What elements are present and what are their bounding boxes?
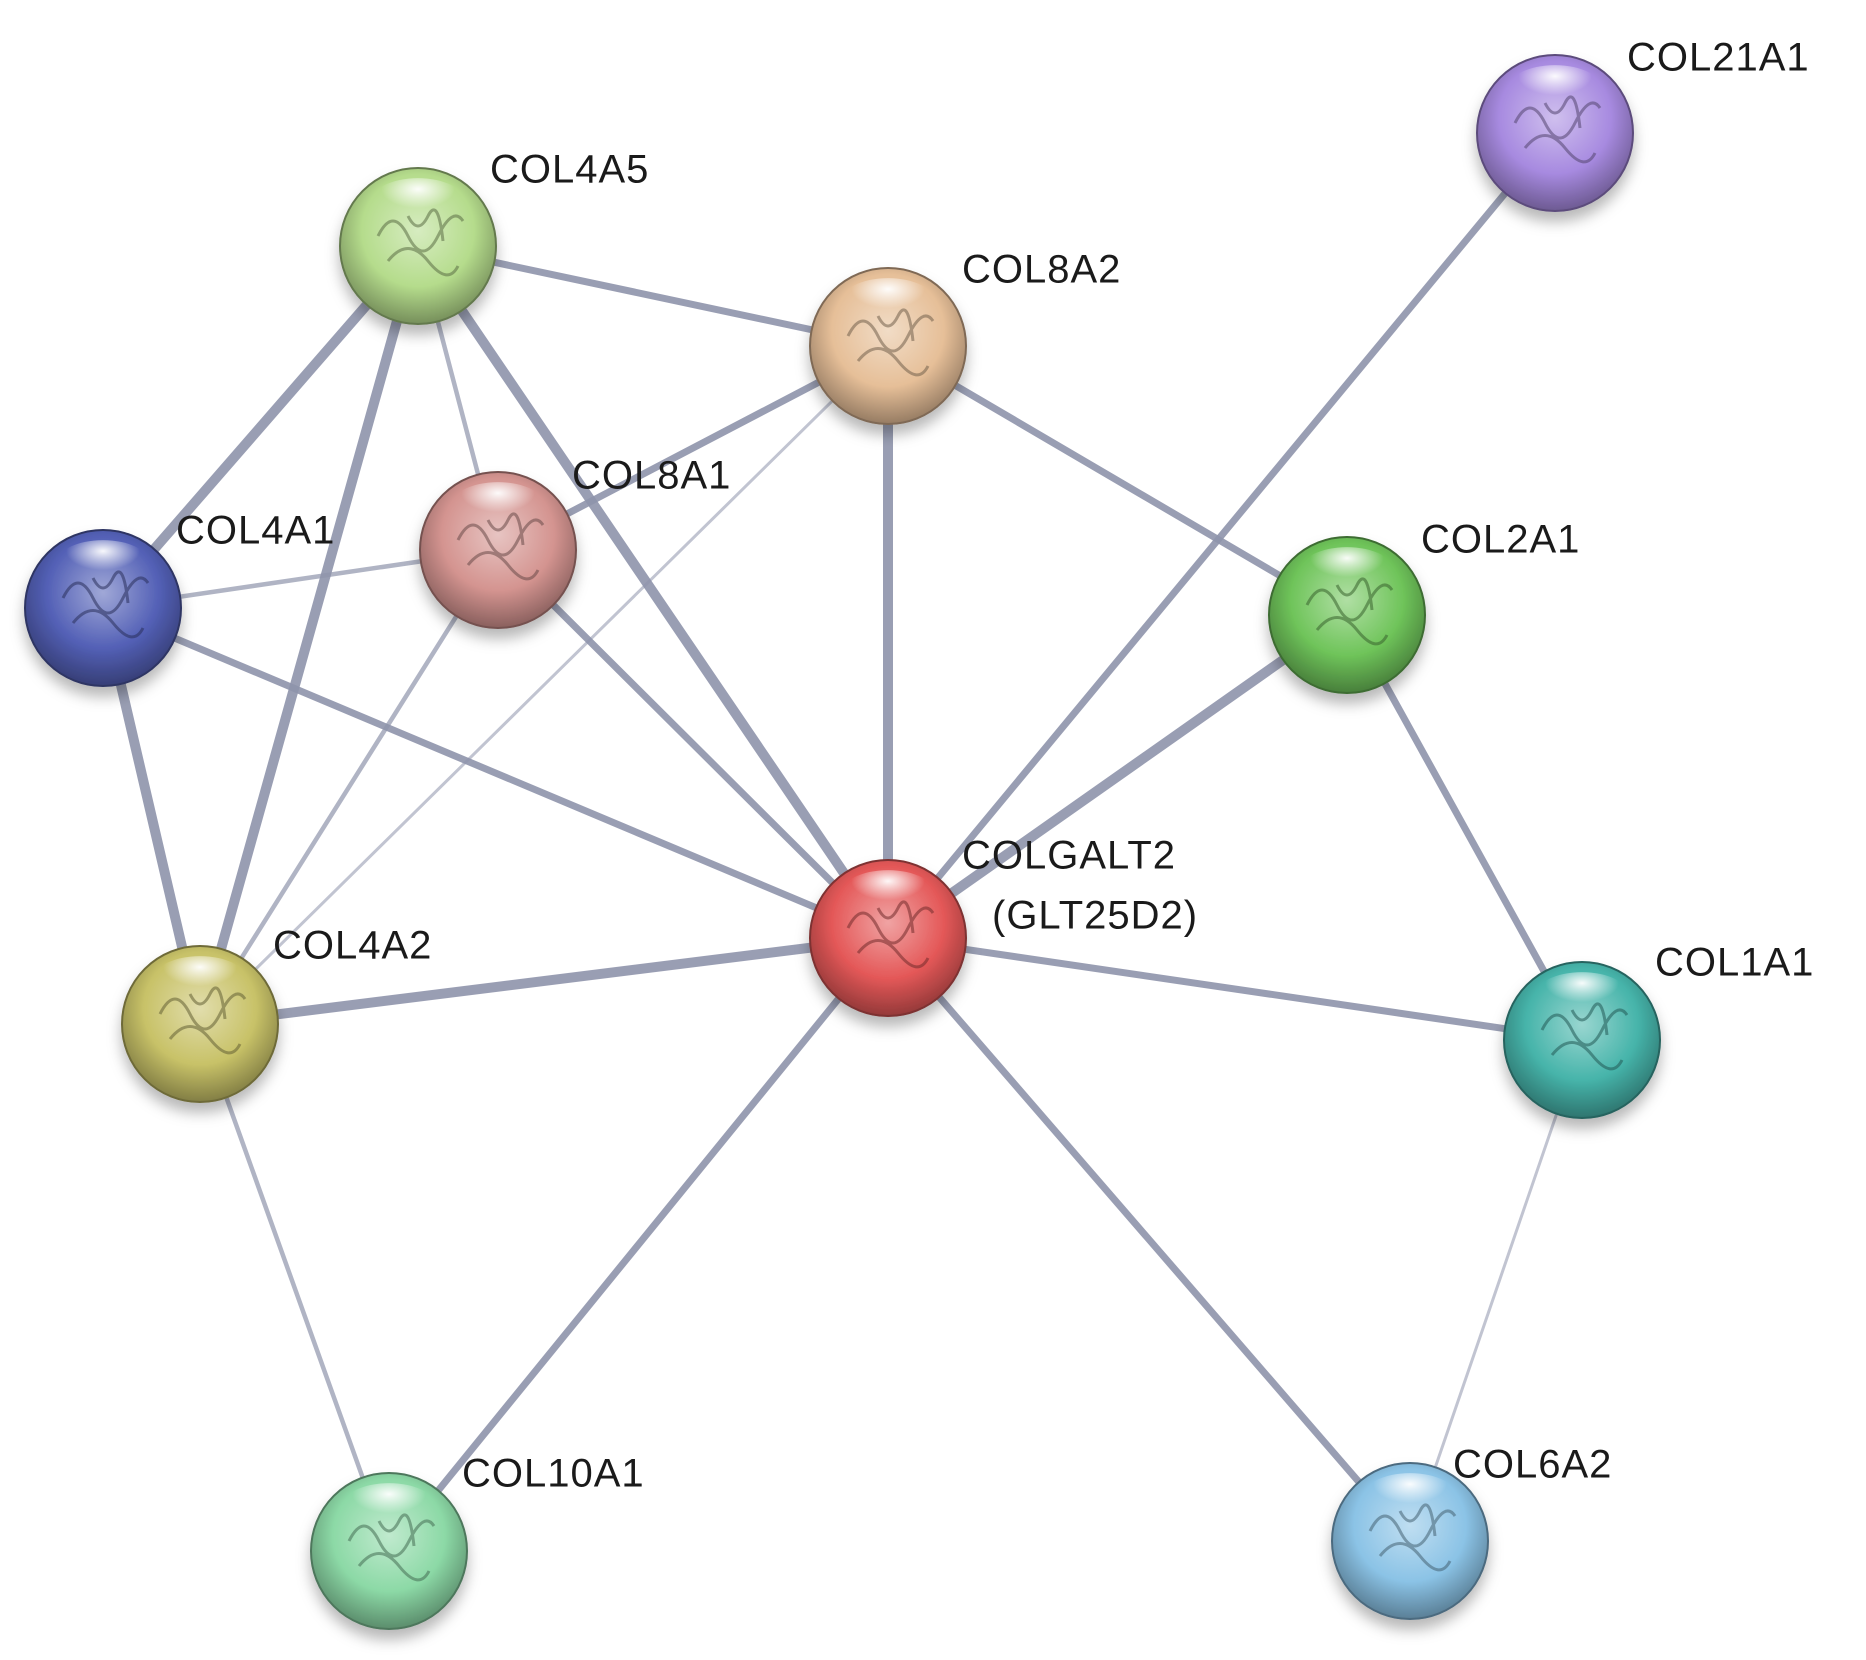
sphere-highlight xyxy=(839,870,937,921)
node-label: COL4A5 xyxy=(490,148,649,192)
edge-col8a2-col2a1 xyxy=(884,342,1351,619)
node-col6a2[interactable]: COL6A2 xyxy=(1331,1443,1612,1620)
sphere-highlight xyxy=(369,178,467,229)
edge-colgalt2-col4a2 xyxy=(195,933,893,1029)
edge-col8a2-col4a2 xyxy=(198,344,890,1026)
node-label: COL4A2 xyxy=(273,924,432,968)
node-col10a1[interactable]: COL10A1 xyxy=(310,1452,645,1630)
node-label: COL21A1 xyxy=(1627,36,1810,80)
node-col4a5[interactable]: COL4A5 xyxy=(339,148,649,325)
edge-col21a1-colgalt2 xyxy=(884,129,1559,942)
edge-col8a1-col4a2 xyxy=(197,547,501,1027)
node-col8a1[interactable]: COL8A1 xyxy=(419,454,731,629)
edge-col2a1-colgalt2 xyxy=(883,610,1352,943)
edge-col4a5-col4a2 xyxy=(195,241,423,1029)
node-label: COL8A1 xyxy=(572,454,731,498)
node-label: COL4A1 xyxy=(176,509,335,553)
node-col1a1[interactable]: COL1A1 xyxy=(1503,941,1814,1119)
edge-col4a5-col8a2 xyxy=(414,242,892,350)
sphere-highlight xyxy=(340,1483,438,1534)
node-colgalt2[interactable]: COLGALT2 (GLT25D2) xyxy=(809,834,1198,1017)
node-label: COLGALT2 xyxy=(962,834,1176,878)
edge-colgalt2-col6a2 xyxy=(884,934,1414,1545)
edge-colgalt2-col10a1 xyxy=(385,934,892,1555)
sphere-highlight xyxy=(1361,1473,1459,1524)
sphere-highlight xyxy=(1533,972,1631,1023)
node-col4a1[interactable]: COL4A1 xyxy=(24,509,335,687)
sphere-highlight xyxy=(1298,547,1396,598)
edge-col2a1-col1a1 xyxy=(1343,611,1586,1044)
sphere-highlight xyxy=(839,278,937,329)
edge-col4a5-col4a1 xyxy=(98,241,423,613)
node-label: COL8A2 xyxy=(962,248,1121,292)
sphere-highlight xyxy=(449,482,547,533)
node-label: COL6A2 xyxy=(1453,1443,1612,1487)
edge-col4a5-colgalt2 xyxy=(413,241,893,943)
node-label: COL1A1 xyxy=(1655,941,1814,985)
node-col2a1[interactable]: COL2A1 xyxy=(1268,518,1580,694)
node-col8a2[interactable]: COL8A2 xyxy=(809,248,1121,425)
node-alias-label: (GLT25D2) xyxy=(992,894,1198,938)
edge-col4a2-col10a1 xyxy=(197,1021,392,1554)
sphere-highlight xyxy=(54,540,152,591)
edge-col8a1-colgalt2 xyxy=(494,546,892,942)
node-label: COL10A1 xyxy=(462,1452,645,1496)
node-col21a1[interactable]: COL21A1 xyxy=(1476,36,1810,212)
edge-col1a1-col6a2 xyxy=(1408,1038,1584,1543)
node-col4a2[interactable]: COL4A2 xyxy=(121,924,432,1103)
sphere-highlight xyxy=(1506,65,1604,116)
edge-colgalt2-col1a1 xyxy=(884,934,1586,1044)
node-label: COL2A1 xyxy=(1421,518,1580,562)
sphere-highlight xyxy=(151,956,249,1007)
edge-col4a1-colgalt2 xyxy=(99,604,892,942)
